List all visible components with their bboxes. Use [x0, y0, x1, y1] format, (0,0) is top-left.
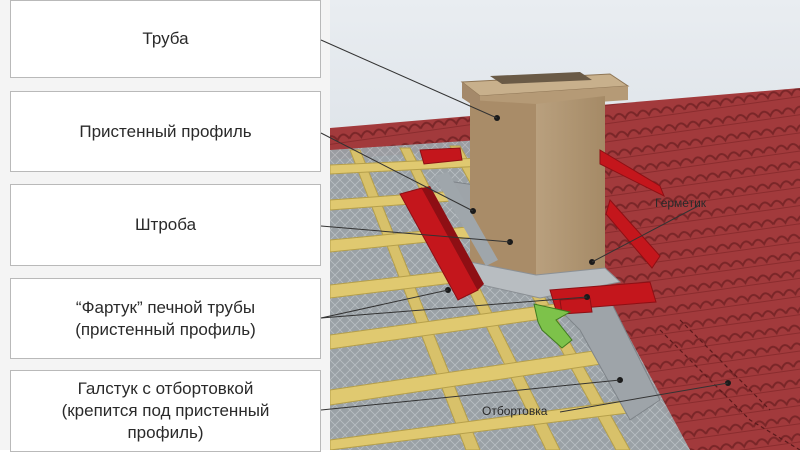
label-pristenny-profil: Пристенный профиль	[79, 121, 252, 141]
callout-germetik: Герметик	[655, 196, 707, 210]
hidden-lines	[659, 319, 800, 450]
label-box-pristenny-profil: Пристенный профиль	[10, 91, 321, 172]
label-truba: Труба	[142, 29, 189, 48]
label-galstuk: Галстук с отбортовкой (крепится под прис…	[61, 379, 270, 442]
label-box-truba: Труба	[10, 0, 321, 78]
label-box-fartuk: “Фартук” печной трубы (пристенный профил…	[10, 278, 321, 359]
metal-tile-roof	[330, 88, 800, 450]
label-shtroba: Штроба	[134, 215, 197, 234]
roof-illustration	[330, 0, 800, 450]
callout-otbortovka: Отбортовка	[482, 404, 548, 418]
label-box-shtroba: Штроба	[10, 184, 321, 266]
label-fartuk: “Фартук” печной трубы (пристенный профил…	[75, 297, 256, 339]
label-box-galstuk: Галстук с отбортовкой (крепится под прис…	[10, 370, 321, 452]
